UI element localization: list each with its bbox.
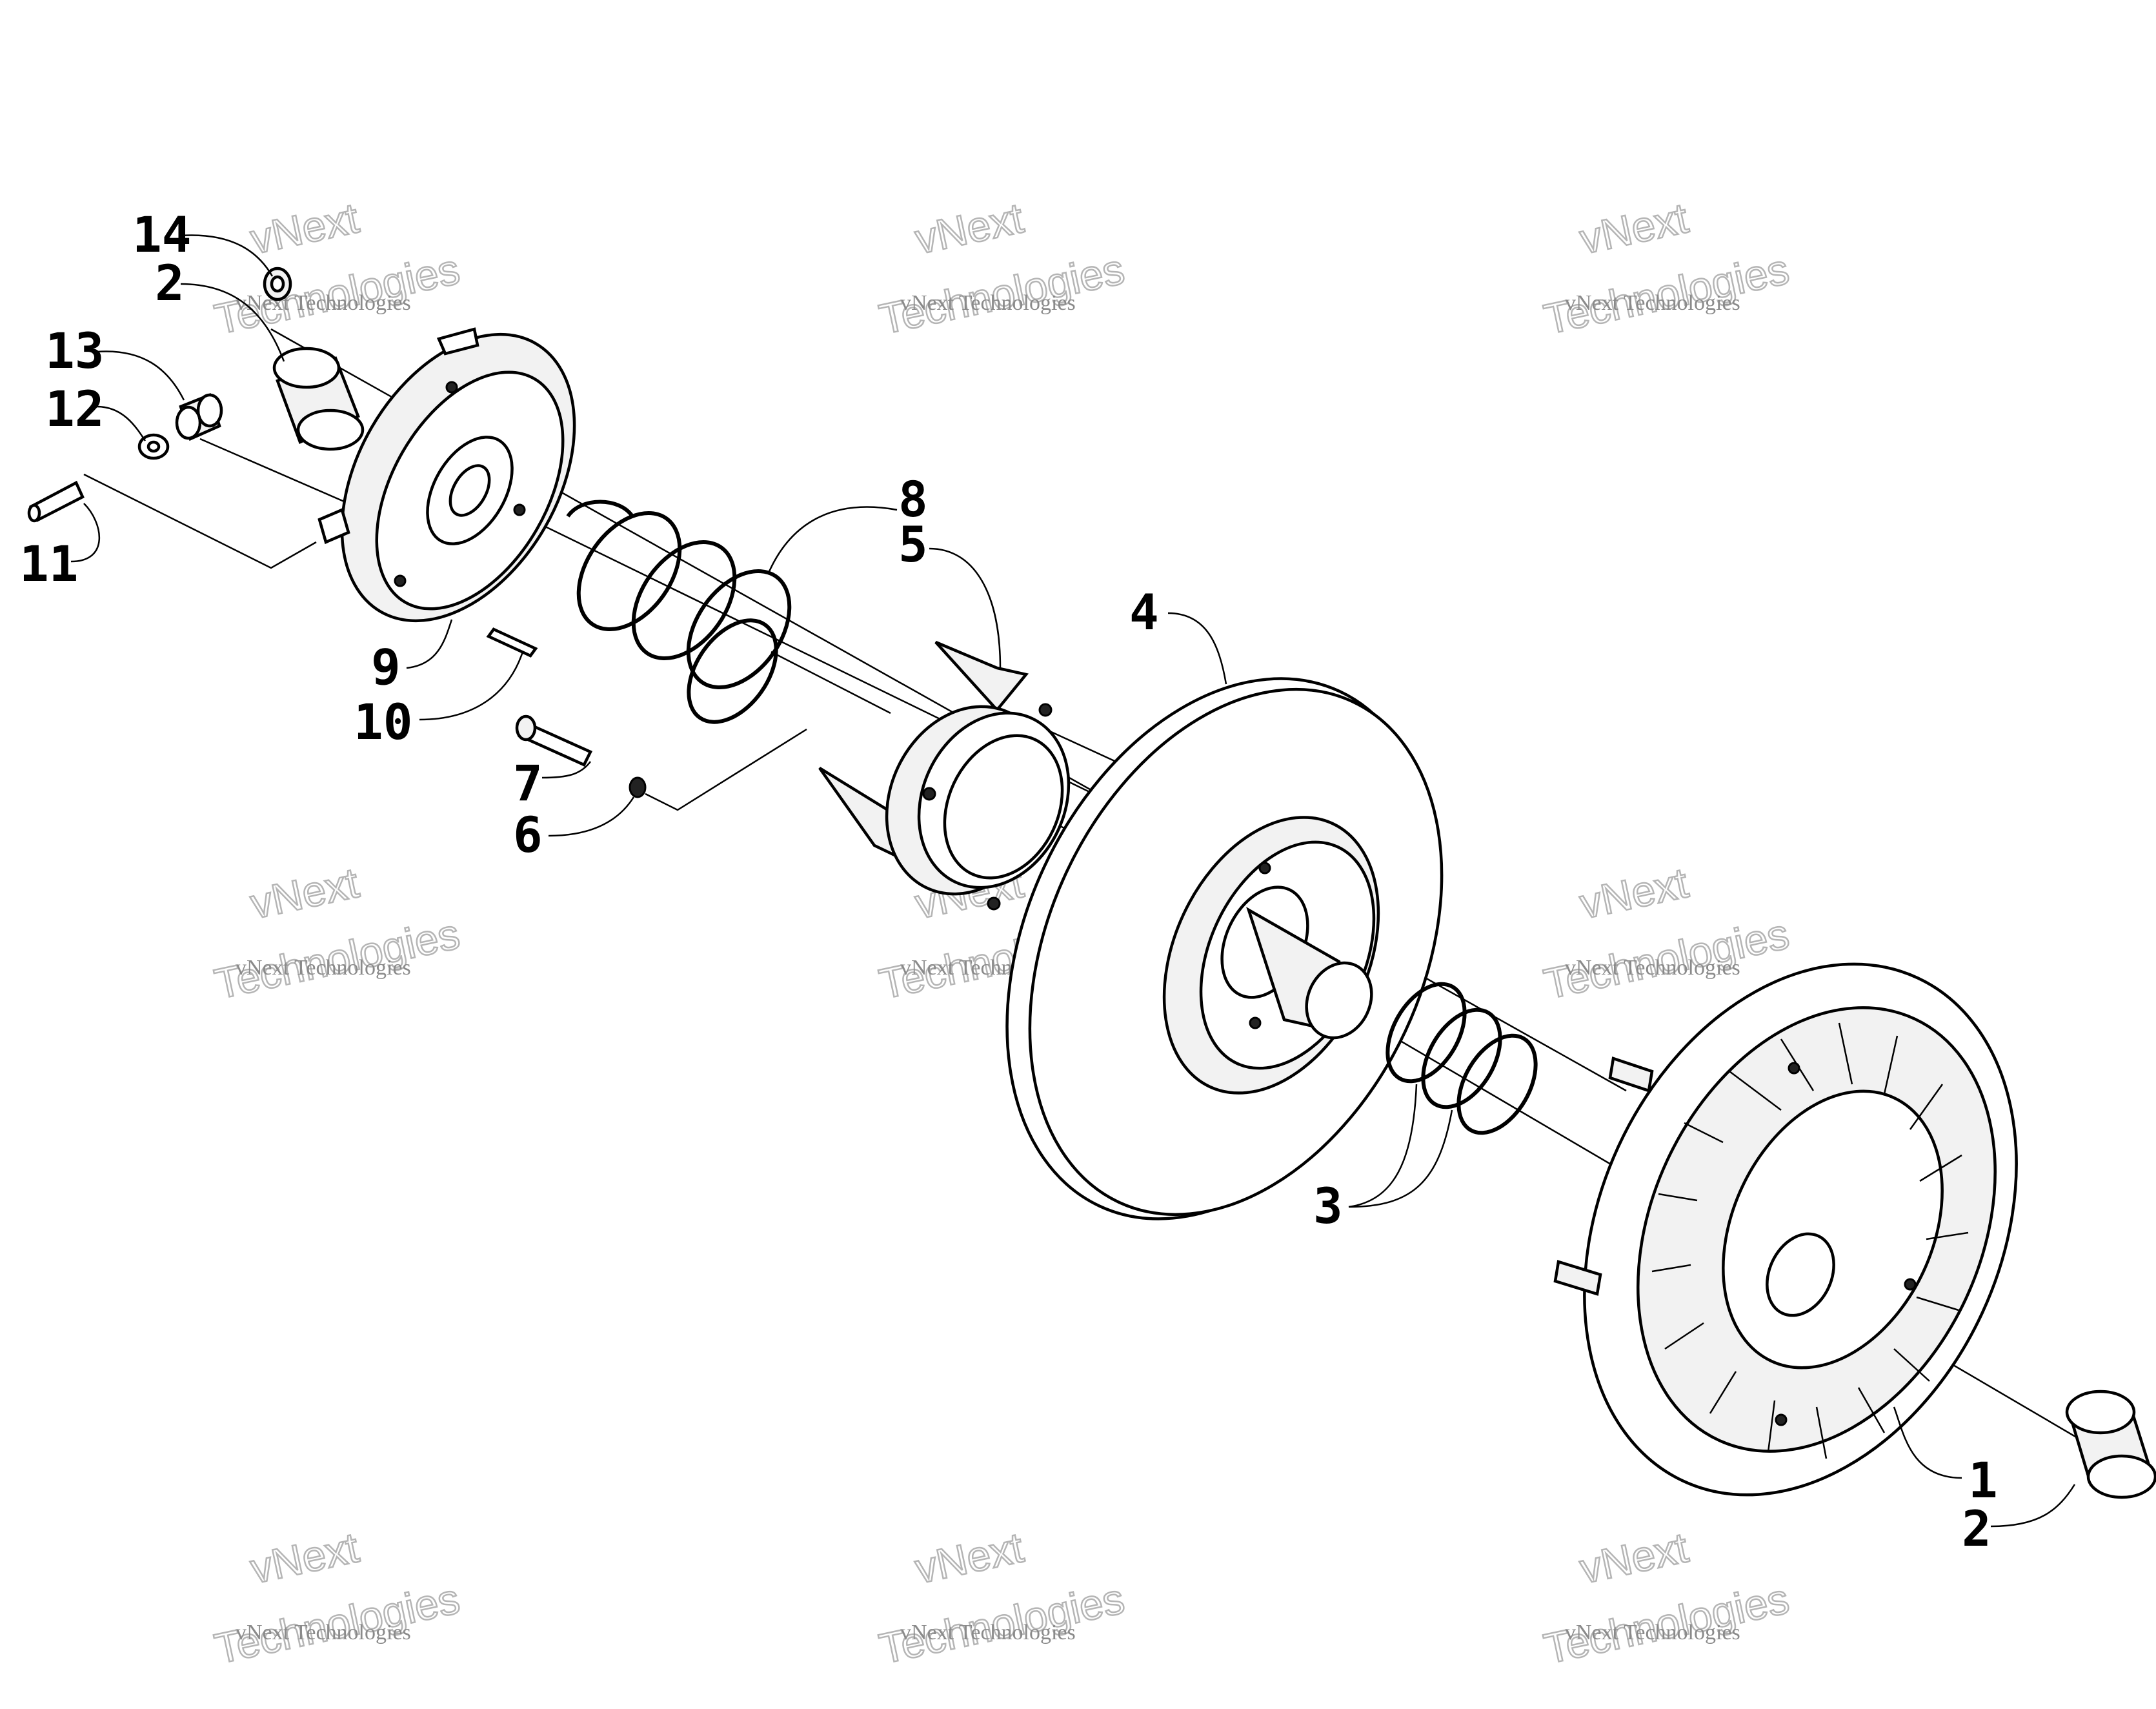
leader-6 <box>548 796 635 837</box>
part-13-roller <box>175 393 223 441</box>
callout-8: 8 <box>898 470 928 528</box>
svg-text:vNext: vNext <box>911 1523 1027 1592</box>
part-8-spring-large <box>566 500 792 724</box>
leader-3a <box>1348 1109 1453 1208</box>
svg-text:vNext Technologies: vNext Technologies <box>1565 291 1740 315</box>
part-6-nut <box>629 776 647 798</box>
part-3-spring-small <box>1385 982 1538 1135</box>
callout-2-upper: 2 <box>155 254 185 312</box>
leader-9 <box>406 619 453 669</box>
callout-3: 3 <box>1313 1177 1343 1235</box>
leader-13 <box>96 350 185 401</box>
leader-1 <box>1893 1406 1962 1479</box>
watermark-bottom-left: vNext Technologies vNext Technologies <box>210 1522 465 1674</box>
roller-axis-line <box>199 438 349 505</box>
pin-guide-line <box>83 473 317 569</box>
leader-2-lower <box>1990 1484 2076 1528</box>
part-1-fixed-sheave <box>1553 962 2018 1497</box>
part-7-bolt <box>515 714 593 767</box>
callout-6: 6 <box>513 806 543 864</box>
leader-2-upper <box>180 283 285 362</box>
svg-text:vNext Technologies: vNext Technologies <box>1565 1621 1740 1644</box>
part-5-cam <box>818 640 1071 911</box>
part-2-bushing-lower <box>2065 1390 2156 1499</box>
watermark-mid-right: vNext Technologies vNext Technologies <box>1539 858 1794 1009</box>
callout-7: 7 <box>513 754 543 812</box>
part-4-sheave <box>1005 677 1444 1220</box>
callout-labels: 14 2 13 12 11 9 10 8 5 7 6 4 3 1 2 <box>19 206 1998 1557</box>
callout-11: 11 <box>19 535 79 592</box>
leader-14 <box>180 234 274 277</box>
svg-text:vNext: vNext <box>911 194 1027 263</box>
part-11-pin <box>27 480 85 523</box>
callout-13: 13 <box>45 322 105 379</box>
spring-axis-line <box>771 651 891 714</box>
bolt-guide-line <box>645 728 807 811</box>
leader-12 <box>96 405 146 441</box>
leader-10 <box>419 651 524 721</box>
watermark-mid-left: vNext Technologies vNext Technologies <box>210 858 465 1009</box>
svg-text:vNext: vNext <box>247 194 363 263</box>
callout-14: 14 <box>132 206 192 263</box>
callout-9: 9 <box>371 638 401 696</box>
leader-lines <box>70 234 2076 1528</box>
svg-text:vNext: vNext <box>247 1523 363 1592</box>
part-12-washer <box>137 433 170 460</box>
svg-text:vNext: vNext <box>1576 1523 1692 1592</box>
svg-text:vNext Technologies: vNext Technologies <box>900 291 1076 315</box>
part-2-bushing-upper <box>272 347 365 451</box>
callout-1: 1 <box>1968 1451 1998 1509</box>
watermark-top-right: vNext Technologies vNext Technologies <box>1539 193 1794 344</box>
svg-text:vNext Technologies: vNext Technologies <box>900 1621 1076 1644</box>
leader-4 <box>1167 612 1227 685</box>
svg-text:vNext: vNext <box>1576 194 1692 263</box>
callout-2-lower: 2 <box>1962 1500 1991 1557</box>
svg-text:vNext Technologies: vNext Technologies <box>236 956 411 980</box>
callout-12: 12 <box>45 380 105 438</box>
svg-text:vNext: vNext <box>247 858 363 927</box>
watermark-bottom-right: vNext Technologies vNext Technologies <box>1539 1522 1794 1674</box>
leader-7 <box>541 761 591 779</box>
part-14-nut <box>263 267 292 301</box>
svg-text:vNext Technologies: vNext Technologies <box>236 291 411 315</box>
svg-text:vNext: vNext <box>1576 858 1692 927</box>
leader-5 <box>929 547 1002 669</box>
callout-5: 5 <box>898 516 928 573</box>
svg-text:vNext Technologies: vNext Technologies <box>236 1621 411 1644</box>
part-10-key <box>486 627 538 658</box>
watermark-bottom-center: vNext Technologies vNext Technologies <box>874 1522 1129 1674</box>
callout-10: 10 <box>354 693 413 751</box>
leader-8 <box>767 506 898 575</box>
watermark-top-center: vNext Technologies vNext Technologies <box>874 193 1129 344</box>
svg-text:vNext Technologies: vNext Technologies <box>1565 956 1740 980</box>
leader-3b <box>1348 1084 1418 1208</box>
part-9-cover-plate <box>317 327 576 623</box>
leader-11 <box>70 503 101 563</box>
callout-4: 4 <box>1129 583 1159 641</box>
sheave-fins <box>1651 1022 1969 1459</box>
watermark-top-left: vNext Technologies vNext Technologies <box>210 193 465 344</box>
